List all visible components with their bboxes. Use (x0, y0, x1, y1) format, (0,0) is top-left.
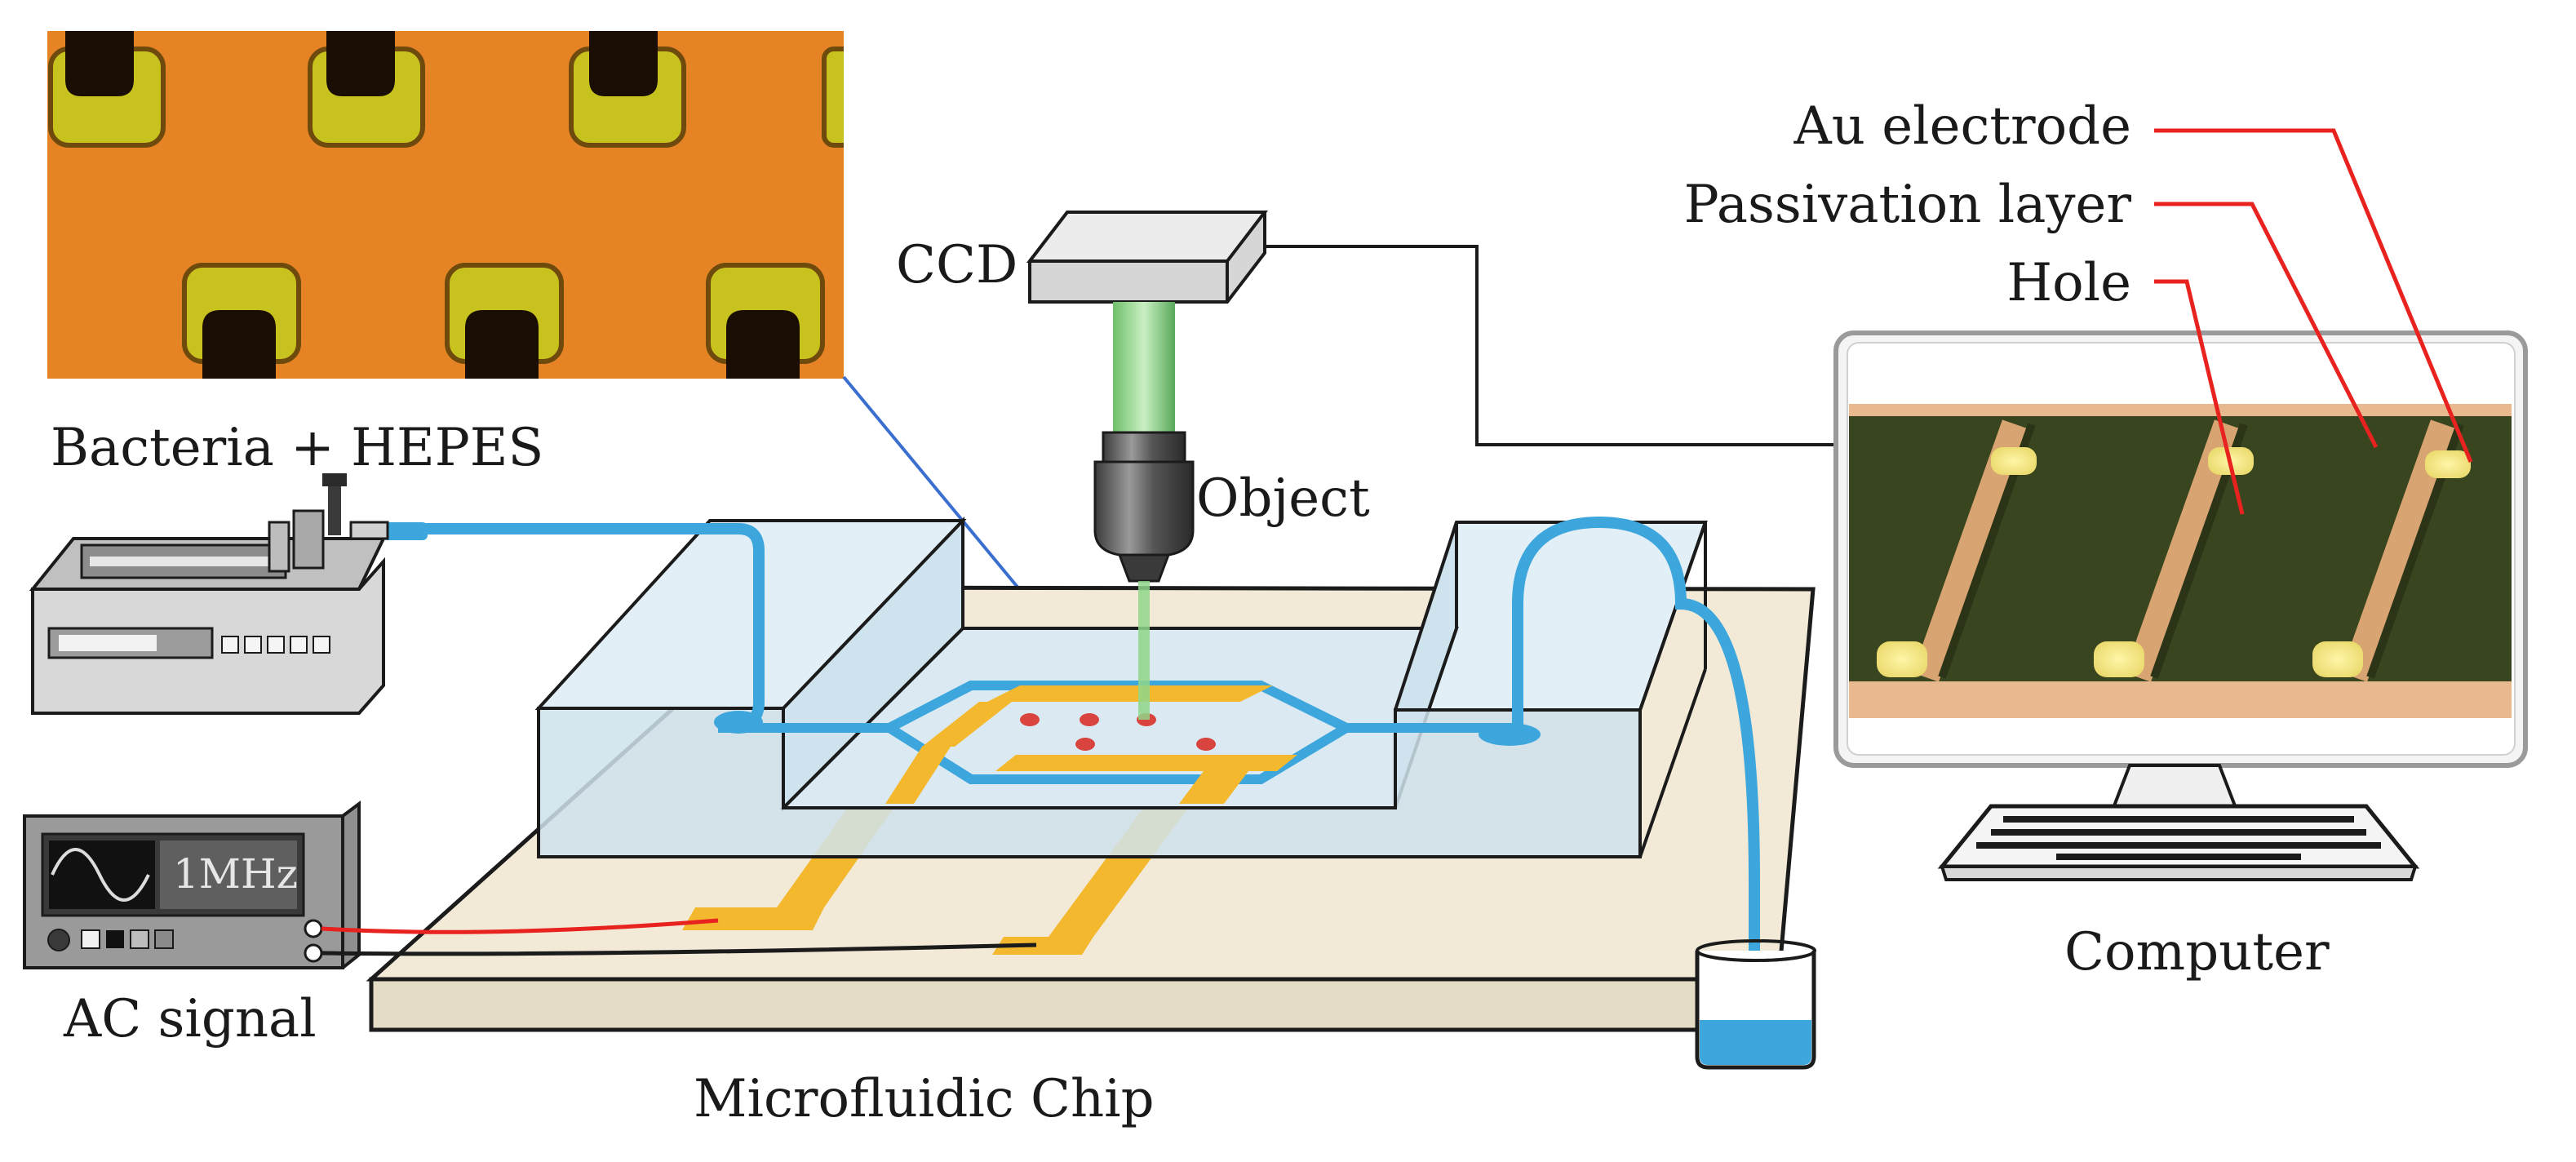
callout-line-passivation (2154, 202, 2379, 449)
label-ac-signal: AC signal (63, 989, 317, 1049)
keyboard-icon (1937, 804, 2420, 881)
electrode-hole (2312, 641, 2363, 677)
label-microfluidic-chip: Microfluidic Chip (694, 1069, 1155, 1129)
beaker-icon (1695, 939, 1816, 1070)
label-passivation-layer: Passivation layer (1684, 175, 2132, 235)
function-generator-icon (23, 801, 361, 969)
monitor-screen (1849, 404, 2512, 718)
label-au-electrode: Au electrode (1793, 96, 2131, 157)
electrode-micrograph (47, 31, 844, 379)
electrode-hole (1877, 641, 1927, 677)
electrode-hole (1991, 447, 2037, 475)
label-bacteria-hepes: Bacteria + HEPES (51, 418, 543, 478)
label-objective: Object (1196, 468, 1370, 529)
micrograph-pad (308, 31, 425, 148)
micrograph-pad (48, 31, 166, 148)
pdms-chamber (534, 517, 1708, 858)
monitor-icon (1833, 330, 2528, 809)
micrograph-pad (569, 31, 686, 148)
micrograph-pad (706, 263, 825, 379)
electrode-hole (2094, 641, 2144, 677)
syringe-pump-icon (29, 473, 389, 715)
callout-line-hole (2154, 279, 2245, 515)
label-hole: Hole (2006, 253, 2131, 313)
micrograph-pad (445, 263, 564, 379)
microfluidic-channel (714, 681, 1541, 784)
callout-lines (2154, 128, 2473, 515)
inlet-tube (382, 522, 765, 730)
electrode-hole (2425, 450, 2471, 478)
micrograph-pad (182, 263, 301, 379)
label-frequency: 1MHz (173, 850, 298, 898)
callout-line-au (2154, 128, 2473, 463)
outlet-tube (1512, 516, 1760, 1022)
label-ccd: CCD (896, 235, 1018, 295)
camera-cable (1265, 245, 1849, 446)
interdigitated-electrodes (885, 685, 1297, 804)
label-computer: Computer (2064, 922, 2330, 982)
ac-wires (321, 918, 1037, 956)
microscope-icon (1026, 211, 1269, 720)
